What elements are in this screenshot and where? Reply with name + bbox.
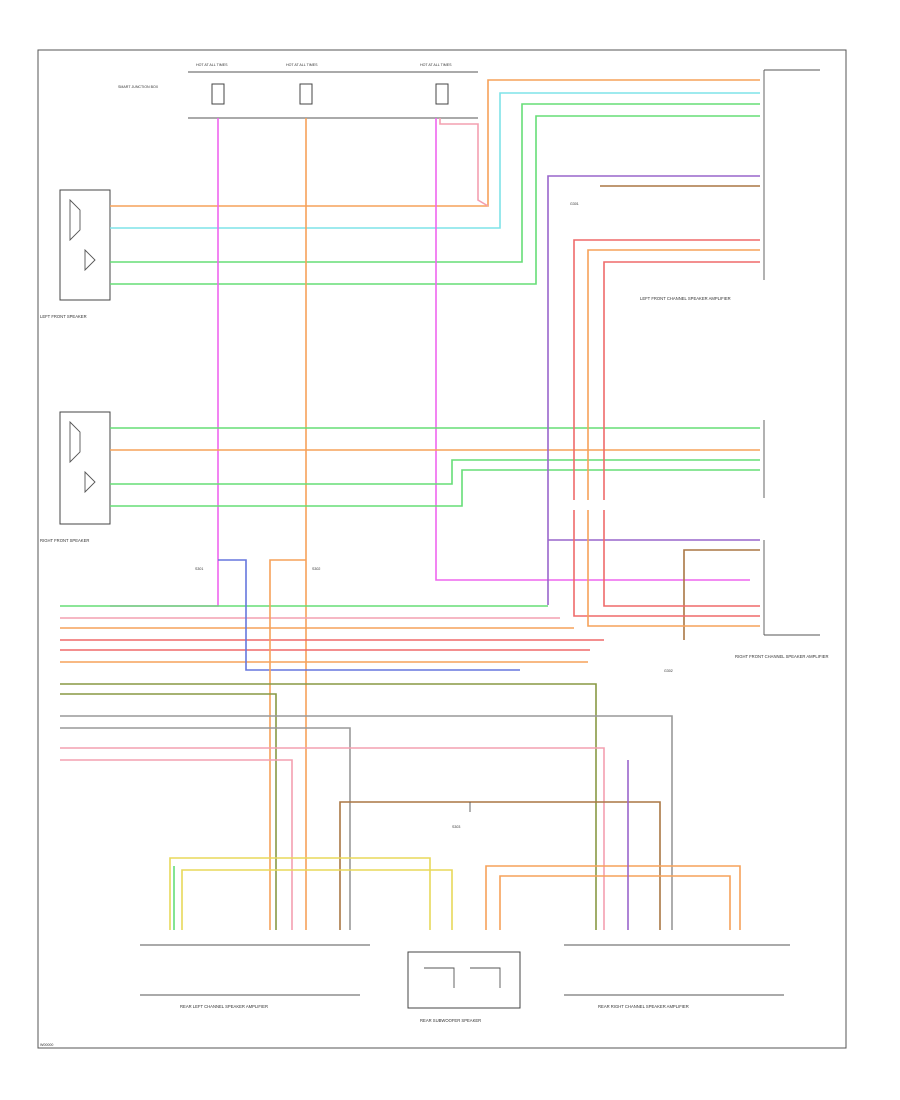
wire-orange-10 — [499, 875, 731, 930]
footer-code: W00000 — [40, 1043, 53, 1047]
wire-pink-2 — [60, 747, 605, 930]
ground-1-label: G301 — [570, 202, 579, 206]
left-front-amp-label: LEFT FRONT CHANNEL SPEAKER AMPLIFIER — [640, 296, 731, 301]
wire-magenta-feed — [110, 118, 219, 607]
splice-3-label: S303 — [452, 825, 460, 829]
wire-yellow-1 — [169, 857, 431, 930]
rear-right-amp-label: REAR RIGHT CHANNEL SPEAKER AMPLIFIER — [598, 1004, 689, 1009]
wire-red-4 — [573, 510, 760, 617]
wire-green-4 — [110, 459, 760, 485]
wire-green-1 — [110, 103, 760, 263]
amp-power-wiring — [547, 175, 760, 640]
wire-gray-1 — [60, 715, 673, 930]
wire-blue-1 — [218, 559, 520, 671]
wire-orange-4 — [587, 249, 760, 500]
rear-right-amp: REAR RIGHT CHANNEL SPEAKER AMPLIFIER — [564, 944, 790, 1009]
fuse-b-label: HOT AT ALL TIMES — [286, 63, 318, 67]
wire-magenta-feed-2 — [435, 118, 750, 581]
left-front-amp-connector: LEFT FRONT CHANNEL SPEAKER AMPLIFIER — [640, 69, 820, 301]
right-front-speaker-label: RIGHT FRONT SPEAKER — [40, 538, 89, 543]
right-front-speaker: RIGHT FRONT SPEAKER — [40, 411, 111, 543]
wire-orange-5 — [587, 510, 760, 627]
wire-bundle-mid — [110, 427, 760, 507]
wire-brown-2 — [683, 549, 760, 640]
diagram-border — [37, 49, 847, 1049]
wire-orange-1 — [110, 79, 760, 207]
wire-orange-8 — [269, 559, 306, 930]
splice-1-label: S301 — [195, 567, 203, 571]
wire-olive-1 — [60, 683, 597, 930]
splice-2-label: S302 — [312, 567, 320, 571]
wire-pink-top — [439, 118, 489, 207]
ground-2-label: G302 — [664, 669, 673, 673]
left-front-speaker: LEFT FRONT SPEAKER — [40, 189, 111, 319]
right-front-amp-label: RIGHT FRONT CHANNEL SPEAKER AMPLIFIER — [735, 654, 828, 659]
rear-left-amp-label: REAR LEFT CHANNEL SPEAKER AMPLIFIER — [180, 1004, 268, 1009]
wire-orange-9 — [485, 865, 741, 930]
harness-left — [60, 559, 673, 930]
wire-red-2 — [603, 261, 760, 500]
wire-green-5 — [110, 469, 760, 507]
wire-olive-2 — [60, 693, 277, 930]
right-front-amp-connector: RIGHT FRONT CHANNEL SPEAKER AMPLIFIER — [735, 420, 828, 659]
wire-yellow-2 — [181, 869, 453, 930]
wire-red-1 — [573, 239, 760, 500]
left-front-speaker-label: LEFT FRONT SPEAKER — [40, 314, 87, 319]
subwoofer-label: REAR SUBWOOFER SPEAKER — [420, 1018, 481, 1023]
wire-purple-1 — [547, 175, 760, 605]
bottom-wiring: S303 — [169, 760, 741, 930]
wire-green-2 — [110, 115, 760, 285]
fuse-a-label: HOT AT ALL TIMES — [196, 63, 228, 67]
rear-left-amp: REAR LEFT CHANNEL SPEAKER AMPLIFIER — [140, 944, 370, 1009]
wire-bundle-top — [110, 79, 760, 285]
wire-cyan-1 — [110, 92, 760, 229]
wire-pink-3 — [60, 759, 293, 930]
wire-gray-2 — [60, 727, 351, 930]
wire-red-3 — [603, 510, 760, 607]
fuse-c-label: HOT AT ALL TIMES — [420, 63, 452, 67]
fuse-panel-label: SMART JUNCTION BOX — [118, 85, 159, 89]
fuse-panel: HOT AT ALL TIMES HOT AT ALL TIMES HOT AT… — [118, 63, 478, 119]
rear-subwoofer: REAR SUBWOOFER SPEAKER — [407, 951, 521, 1023]
